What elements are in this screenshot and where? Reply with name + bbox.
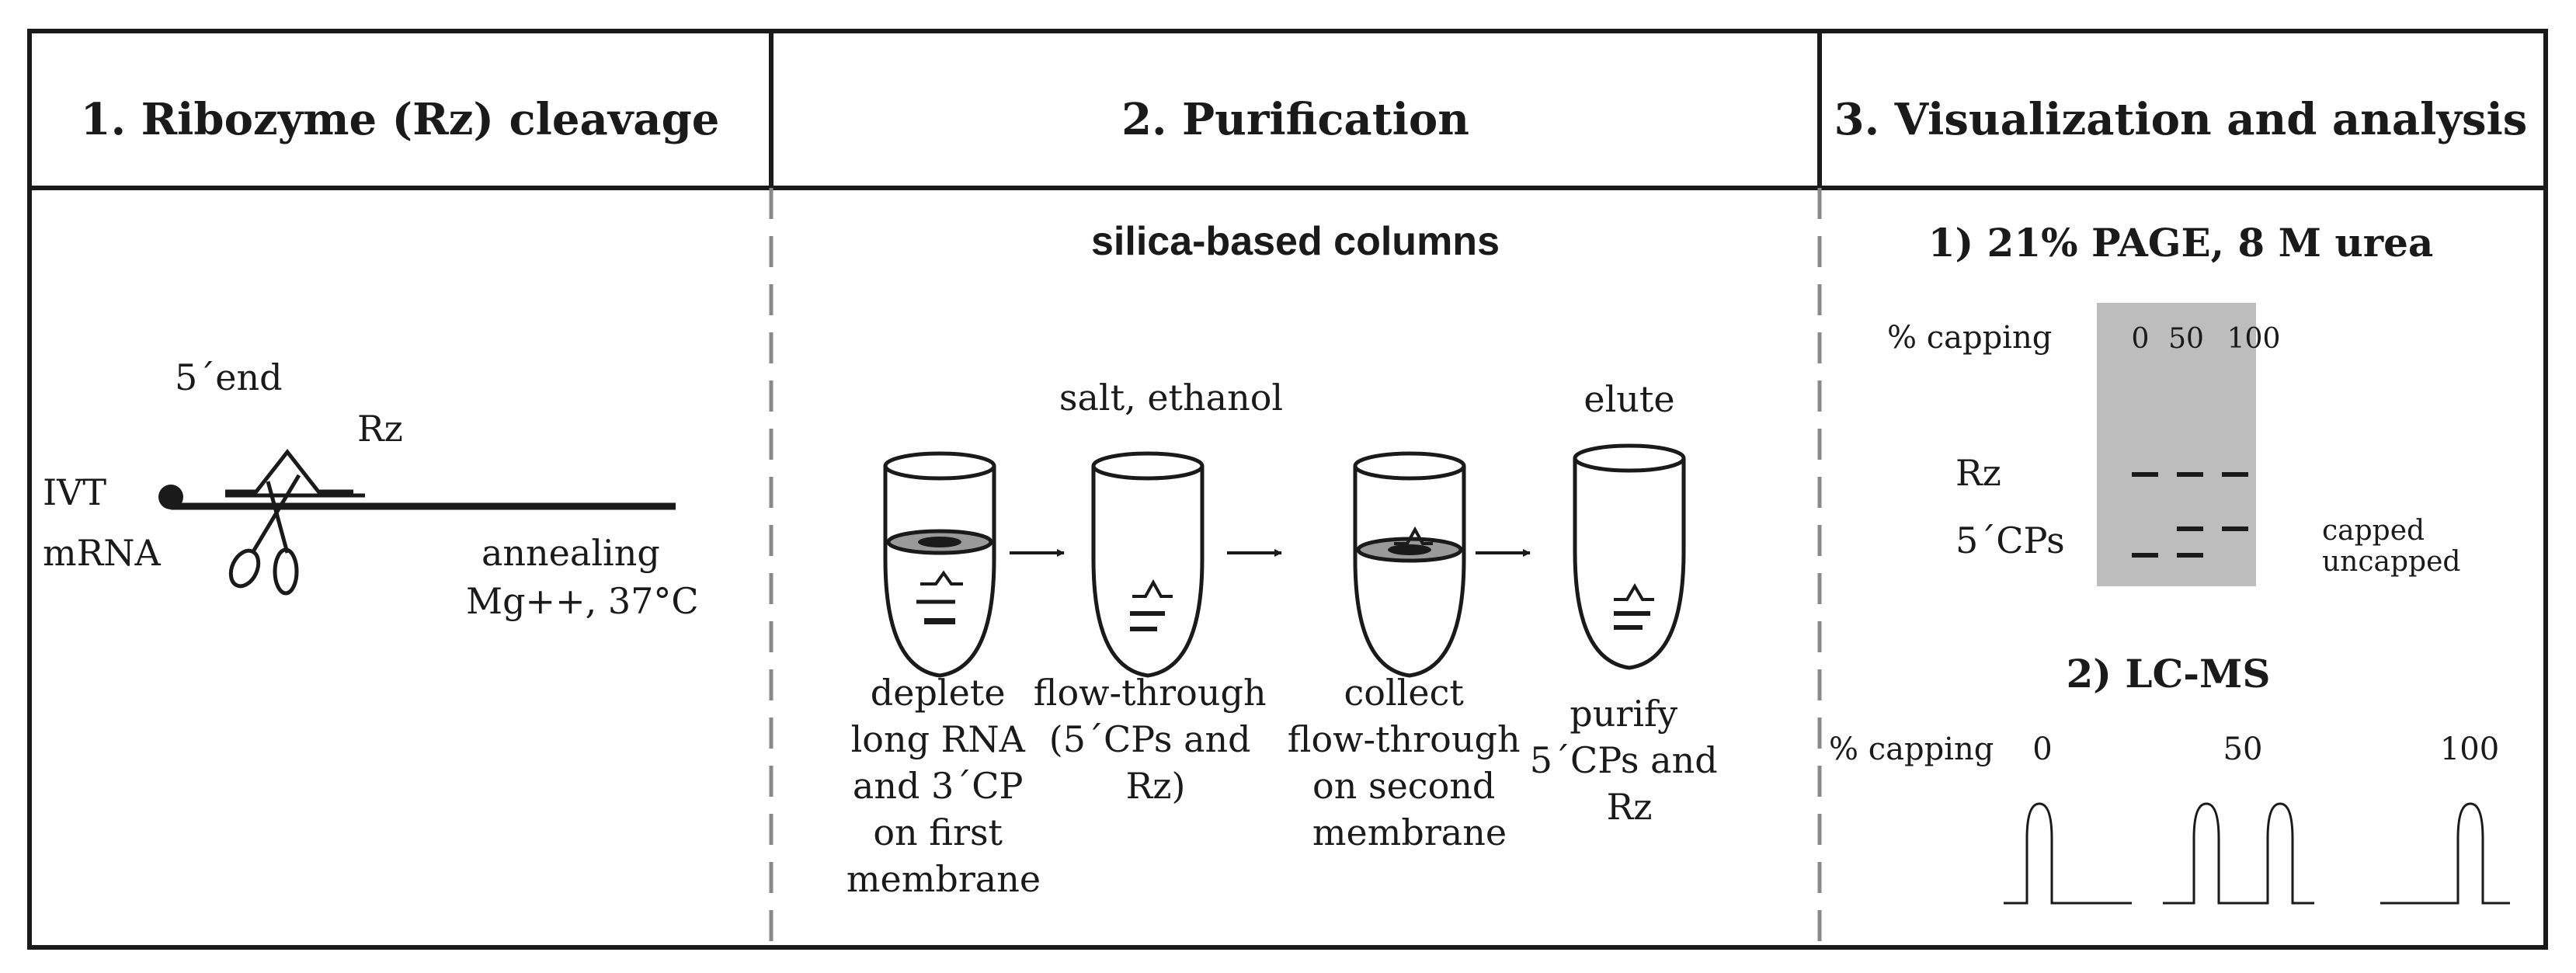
- caption-purify: purify 5´CPs and Rz: [1530, 693, 1730, 828]
- header-purification: 2. Purification: [1121, 94, 1469, 145]
- gel-band-rz: [2132, 472, 2158, 477]
- caption-flow-line: flow-through: [1034, 672, 1267, 714]
- gel-capping-label: % capping: [1887, 320, 2052, 356]
- lcms-title: 2) LC-MS: [2066, 651, 2270, 697]
- caption-deplete-line: long RNA: [851, 718, 1026, 760]
- panel-ribozyme-cleavage: 5´end Rz IVT mRNA annealing Mg++, 37°C: [43, 356, 699, 622]
- caption-purify-line: 5´CPs and: [1530, 739, 1718, 781]
- lcms-capping-label: % capping: [1829, 731, 1994, 767]
- tube-purify: [1573, 443, 1686, 670]
- caption-deplete: deplete long RNA and 3´CP on first membr…: [846, 672, 1041, 900]
- gel-lane-label: 50: [2168, 323, 2204, 355]
- caption-flow-line: (5´CPs and: [1049, 718, 1251, 760]
- annealing-label: annealing: [481, 532, 660, 574]
- capped-label: capped: [2322, 515, 2425, 547]
- gel-lane-label: 0: [2132, 323, 2150, 355]
- gel-band-capped: [2177, 526, 2203, 531]
- lcms-trace-0: [2004, 802, 2132, 905]
- five-end-label: 5´end: [175, 356, 283, 398]
- caption-collect-line: flow-through: [1288, 718, 1521, 760]
- caption-collect: collect flow-through on second membrane: [1288, 672, 1531, 853]
- caption-purify-line: Rz: [1607, 786, 1653, 828]
- lcms-value: 50: [2223, 731, 2263, 767]
- gel-cps-label: 5´CPs: [1955, 520, 2065, 561]
- gel-rz-label: Rz: [1955, 452, 2001, 494]
- lcms-value: 0: [2032, 731, 2052, 767]
- salt-ethanol-label: salt, ethanol: [1059, 377, 1283, 419]
- caption-flow-through: flow-through (5´CPs and Rz): [1034, 672, 1278, 807]
- caption-deplete-line: membrane: [846, 858, 1041, 900]
- elute-label: elute: [1583, 378, 1674, 420]
- scissors-icon: [228, 474, 301, 596]
- gel-band-rz: [2177, 472, 2203, 477]
- gel-band-rz: [2222, 472, 2248, 477]
- caption-collect-line: on second: [1312, 765, 1495, 807]
- tube-deplete: [883, 451, 996, 678]
- header-ribozyme-cleavage: 1. Ribozyme (Rz) cleavage: [81, 94, 720, 145]
- tube-flow-through: [1091, 451, 1205, 678]
- uncapped-label: uncapped: [2322, 546, 2460, 578]
- gel-band-uncapped: [2177, 553, 2203, 558]
- page-gel: [2097, 303, 2256, 586]
- lcms-value: 100: [2440, 731, 2499, 767]
- tube-collect: [1353, 451, 1466, 678]
- caption-deplete-line: on first: [873, 811, 1003, 853]
- silica-columns-title: silica-based columns: [1091, 219, 1500, 264]
- header-visualization: 3. Visualization and analysis: [1834, 94, 2528, 145]
- caption-flow-line: Rz): [1126, 765, 1186, 807]
- rz-label: Rz: [357, 408, 403, 450]
- caption-collect-line: membrane: [1312, 811, 1507, 853]
- panel-purification: silica-based columns salt, ethanol elute: [846, 219, 1730, 900]
- figure-frame: [27, 29, 2548, 950]
- caption-collect-line: collect: [1344, 672, 1465, 714]
- gel-band-uncapped: [2132, 553, 2158, 558]
- panel-visualization: 1) 21% PAGE, 8 M urea % capping 0 50 100…: [1829, 220, 2510, 905]
- ribozyme-strand: [225, 448, 353, 494]
- caption-deplete-line: deplete: [871, 672, 1006, 714]
- gel-lane-label: 100: [2227, 323, 2281, 355]
- lcms-trace-50: [2163, 802, 2314, 905]
- gel-band-capped: [2222, 526, 2248, 531]
- caption-deplete-line: and 3´CP: [853, 765, 1024, 807]
- mrna-label: mRNA: [43, 532, 162, 574]
- lcms-trace-100: [2380, 802, 2510, 905]
- ivt-label: IVT: [43, 471, 106, 513]
- conditions-label: Mg++, 37°C: [466, 580, 699, 622]
- mrna-cap: [158, 485, 183, 509]
- page-gel-title: 1) 21% PAGE, 8 M urea: [1928, 220, 2434, 266]
- caption-purify-line: purify: [1570, 693, 1677, 735]
